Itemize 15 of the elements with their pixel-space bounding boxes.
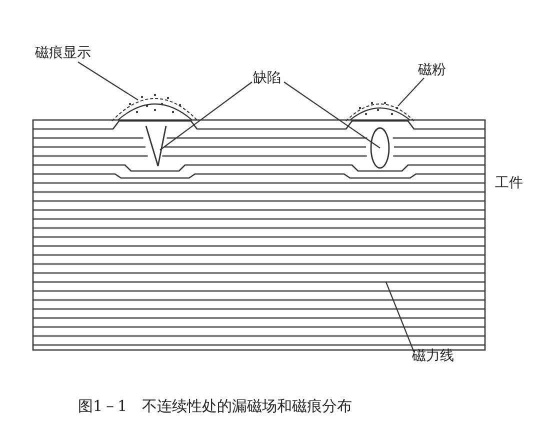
- callout-label: 磁粉: [418, 62, 446, 79]
- oval-flaw-outline: [370, 127, 390, 169]
- leader-line: [160, 82, 252, 150]
- callout-label: 磁力线: [412, 348, 454, 365]
- leader-line: [398, 78, 424, 106]
- crack-drawing: [145, 126, 167, 167]
- leader-line: [78, 62, 138, 100]
- callout-label: 磁痕显示: [35, 45, 91, 62]
- magnetic-trace-drawing: [112, 94, 198, 122]
- leader-line: [284, 82, 380, 148]
- leader-line: [385, 282, 415, 352]
- magnetic-powder-drawing: [346, 102, 414, 122]
- callout-label: 缺陷: [253, 70, 281, 87]
- figure-caption: 图1－1 不连续性处的漏磁场和磁痕分布: [78, 397, 352, 415]
- part-label: 工件: [495, 175, 523, 192]
